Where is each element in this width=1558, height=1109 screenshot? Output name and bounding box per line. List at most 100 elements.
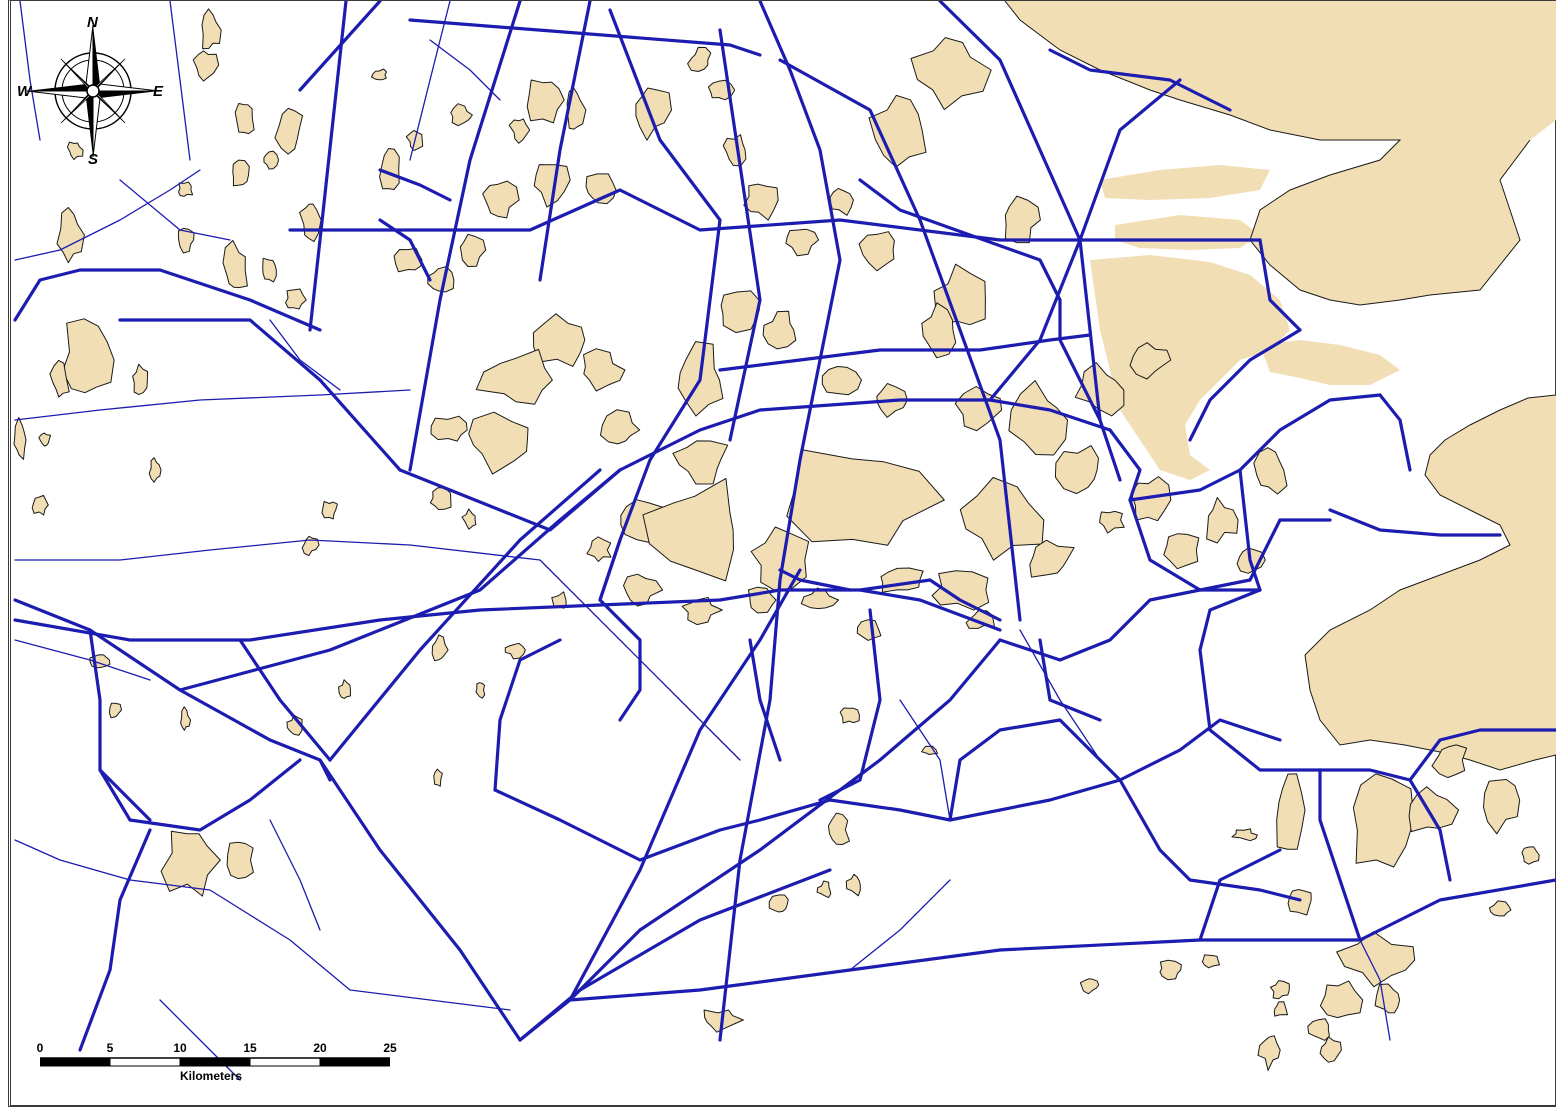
scale-tick-0: 0 [36, 1041, 44, 1055]
route-26 [128, 758, 302, 832]
mainland-3 [1260, 340, 1400, 385]
route-thin-4 [14, 639, 151, 681]
island-77 [586, 536, 612, 562]
island-120 [1374, 983, 1401, 1014]
route-21 [178, 468, 622, 692]
island-121 [1269, 980, 1290, 1000]
route-8 [778, 58, 1022, 622]
island-99 [839, 707, 860, 724]
mainland-5 [1100, 165, 1270, 200]
route-thin-7 [539, 559, 741, 761]
island-83 [321, 501, 338, 520]
route-55 [1328, 508, 1502, 537]
island-6 [232, 159, 250, 187]
scale-tick-25: 25 [383, 1041, 397, 1055]
route-59 [378, 218, 432, 282]
route-48 [598, 538, 642, 722]
route-7 [718, 28, 762, 442]
island-125 [1273, 1001, 1288, 1017]
route-thin-18 [269, 819, 321, 931]
route-thin-3 [14, 389, 411, 421]
route-3 [408, 1, 522, 472]
route-44 [1038, 638, 1102, 722]
route-24 [238, 638, 332, 762]
island-60 [959, 477, 1045, 561]
route-15 [618, 398, 1112, 472]
island-109 [1231, 828, 1258, 842]
island-101 [827, 812, 850, 845]
mainland-1 [1005, 1, 1556, 305]
route-thin-1 [119, 179, 231, 241]
island-39 [532, 313, 586, 367]
island-118 [1336, 931, 1416, 988]
route-thin-11 [409, 1, 451, 161]
route-39 [1238, 468, 1262, 592]
route-thin-0 [14, 169, 201, 261]
island-33 [829, 187, 854, 216]
island-124 [1319, 1036, 1342, 1063]
route-37 [1128, 498, 1282, 592]
route-18 [118, 318, 402, 472]
land-layer [13, 1, 1556, 1071]
mainland-4 [1115, 215, 1260, 250]
island-27 [635, 87, 672, 141]
island-90 [132, 363, 148, 396]
route-51 [1258, 238, 1302, 332]
island-14 [371, 68, 387, 81]
island-2 [201, 8, 222, 50]
island-7 [263, 150, 280, 170]
route-52 [1188, 328, 1302, 442]
compass-west-label: W [17, 83, 32, 100]
island-80 [504, 642, 526, 660]
island-65 [1253, 447, 1288, 495]
route-6 [718, 1, 842, 1042]
island-13 [299, 203, 322, 243]
route-2 [408, 18, 762, 57]
route-49 [493, 638, 562, 792]
island-79 [431, 634, 449, 662]
route-41 [1318, 768, 1362, 942]
island-126 [433, 768, 443, 787]
island-103 [768, 894, 789, 913]
route-35 [1118, 778, 1302, 902]
route-4 [538, 1, 592, 282]
island-89 [38, 432, 52, 447]
route-0 [308, 1, 348, 332]
island-44 [600, 409, 641, 445]
route-thin-5 [14, 839, 131, 881]
route-32 [638, 798, 952, 862]
route-47 [778, 568, 852, 592]
route-layer [13, 1, 1556, 1081]
island-87 [49, 359, 70, 398]
island-107 [1159, 959, 1182, 981]
compass-south-label: S [88, 151, 99, 168]
island-57 [642, 477, 734, 582]
island-40 [475, 348, 553, 405]
island-48 [821, 366, 862, 396]
island-73 [800, 587, 840, 610]
compass-north-label: N [87, 14, 98, 31]
scale-tick-10: 10 [173, 1041, 187, 1055]
route-thin-16 [1359, 939, 1391, 1041]
island-112 [1352, 773, 1415, 868]
island-114 [1431, 744, 1468, 779]
island-86 [31, 494, 49, 516]
island-1 [56, 207, 85, 264]
island-12 [285, 288, 307, 310]
route-thin-6 [129, 879, 511, 1011]
island-68 [931, 570, 990, 611]
island-0 [62, 318, 115, 394]
route-36 [998, 588, 1262, 662]
island-93 [180, 706, 192, 731]
island-41 [583, 348, 626, 392]
island-76 [1099, 510, 1125, 534]
island-34 [858, 231, 895, 272]
island-106 [1079, 978, 1100, 995]
route-thin-15 [849, 879, 951, 971]
island-18 [508, 118, 531, 144]
route-29 [518, 868, 832, 1042]
island-23 [459, 233, 487, 267]
island-82 [461, 508, 477, 530]
route-57 [748, 638, 782, 762]
